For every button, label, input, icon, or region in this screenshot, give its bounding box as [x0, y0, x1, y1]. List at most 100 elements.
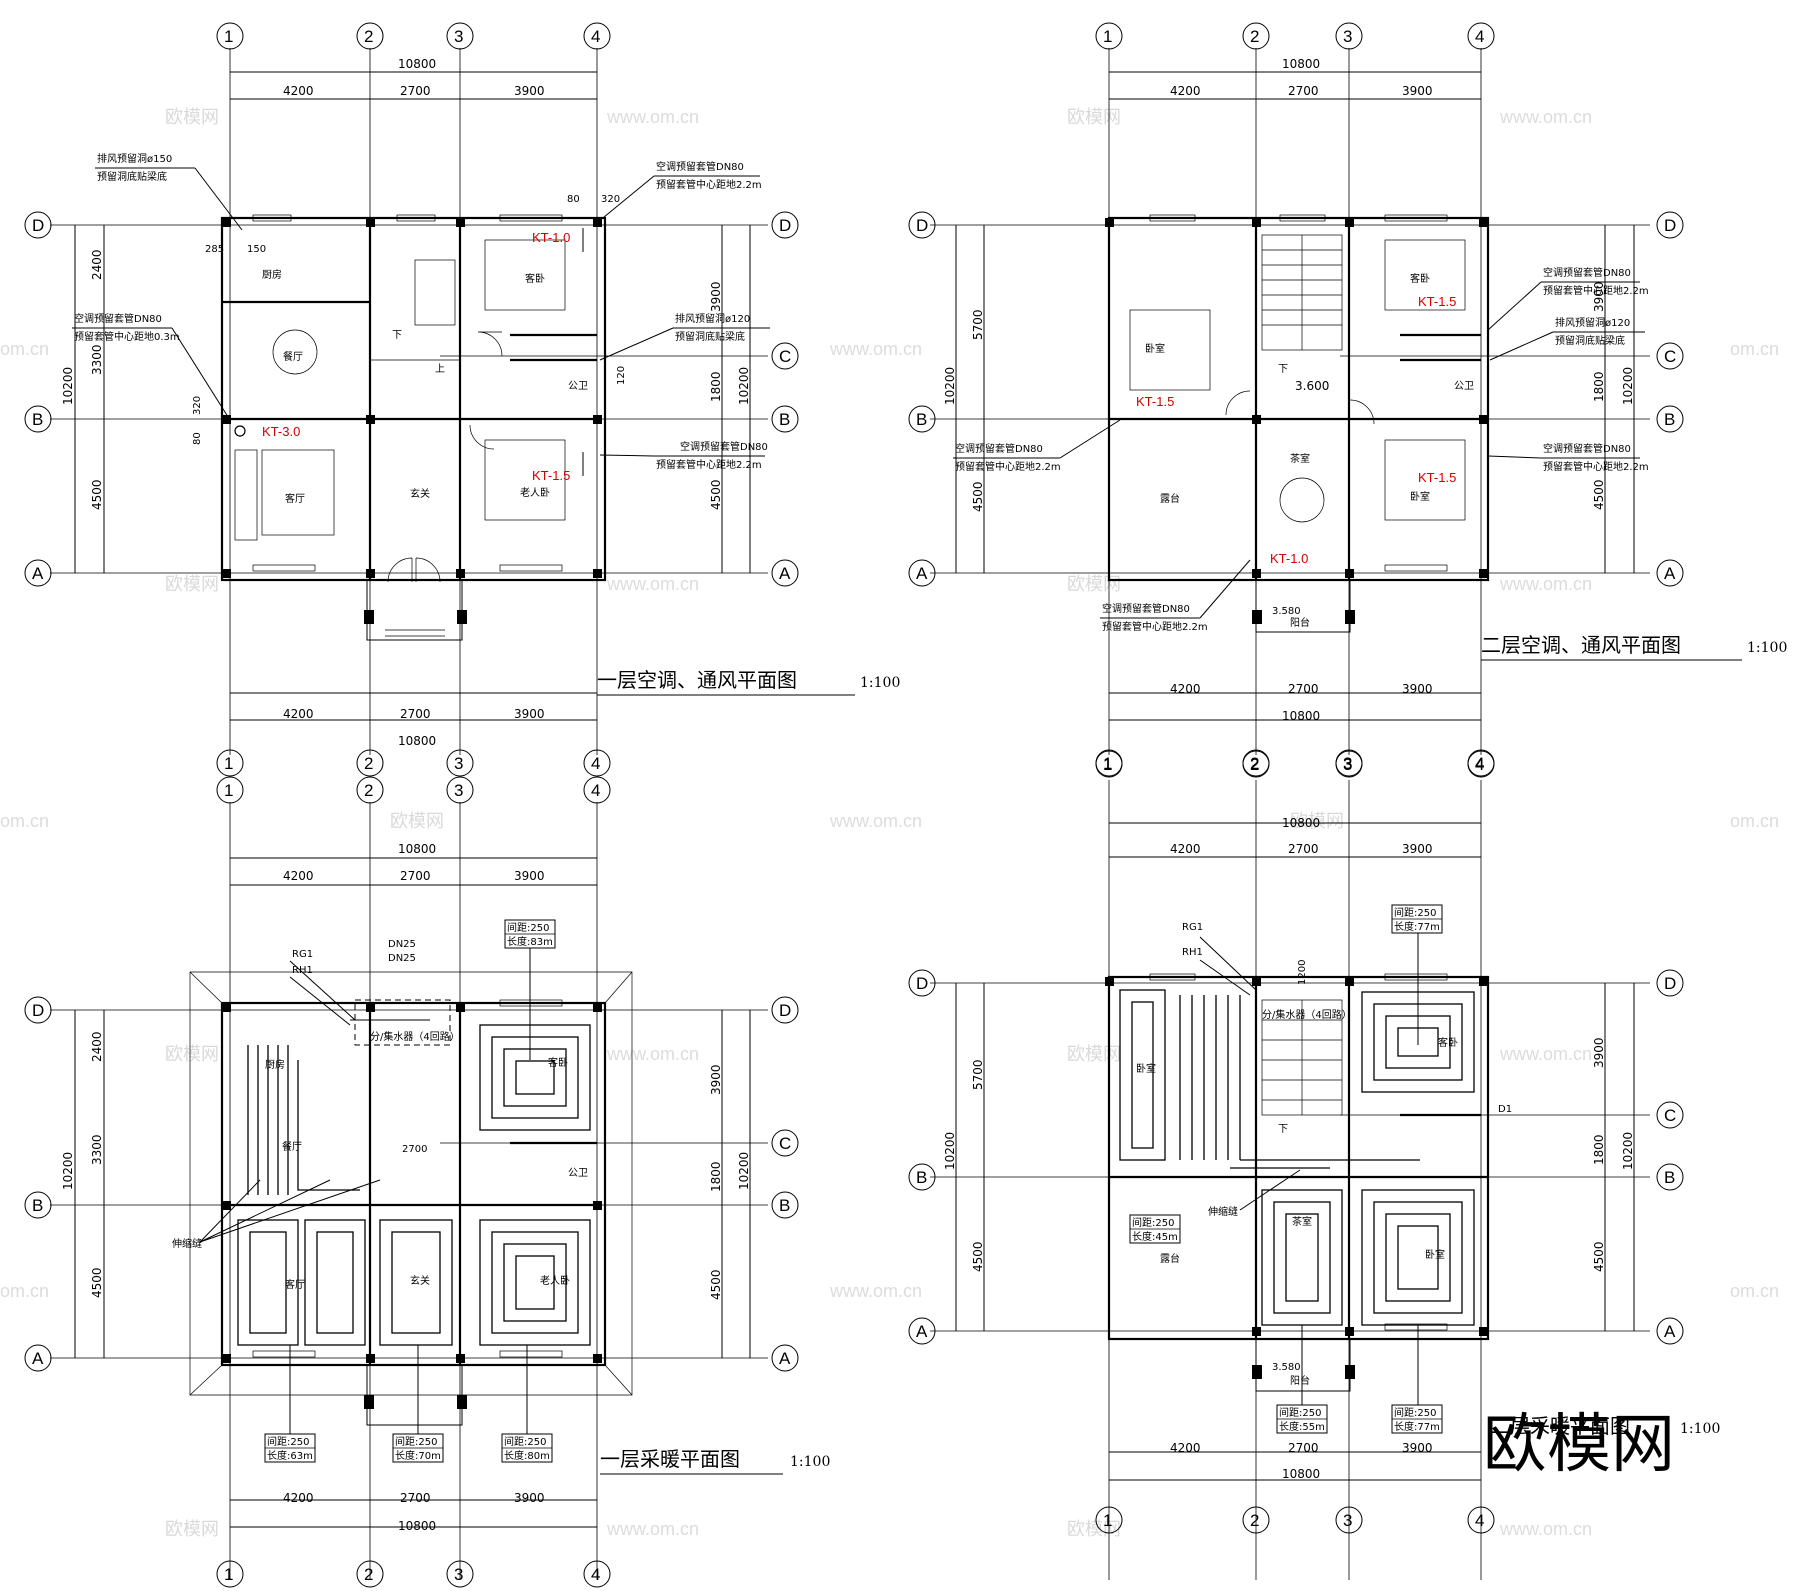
axis-label: 4 — [591, 754, 600, 773]
room-foyer: 玄关 — [410, 1274, 430, 1287]
plan-2f-heating: 10800 4200 2700 3900 4200 2700 3900 1080… — [908, 750, 1720, 1580]
label-rh: RH1 — [292, 965, 313, 976]
note-ac-sleeve: 空调预留套管DN80 — [74, 312, 162, 325]
axis-label: B — [1664, 410, 1675, 429]
dim-right-2: 1800 — [709, 371, 723, 402]
axis-label: D — [32, 216, 44, 235]
note-exhaust-150-sub: 预留洞底贴梁底 — [97, 170, 167, 183]
note-ac-sleeve-sub: 预留套管中心距地2.2m — [1102, 620, 1208, 633]
plan-1f-ac-ventilation: 10800 4200 2700 3900 4200 2700 3900 1080… — [24, 22, 900, 777]
dim-right-1: 3900 — [709, 281, 723, 312]
dim-left-1: 2400 — [90, 249, 104, 280]
axis-label: 4 — [591, 781, 600, 800]
watermark-url: www.om.cn — [1499, 1519, 1592, 1539]
label-expansion-joint: 伸缩缝 — [1208, 1205, 1238, 1218]
dim-bay-2: 2700 — [1288, 1441, 1319, 1455]
plan-scale: 1:100 — [1747, 640, 1787, 656]
axis-label: 2 — [1250, 1511, 1259, 1530]
level-balcony: 3.580 — [1272, 606, 1301, 617]
dim-bay-2: 2700 — [1288, 84, 1319, 98]
axis-label: 3 — [454, 754, 463, 773]
axis-label: A — [779, 1349, 791, 1368]
label-rg: RG1 — [292, 949, 313, 960]
axis-label: 2 — [364, 781, 373, 800]
dim-bay-1: 4200 — [283, 84, 314, 98]
dim-total: 10800 — [1282, 57, 1320, 71]
dim-bay-3: 3900 — [1402, 1441, 1433, 1455]
dim-bay-3: 3900 — [514, 1491, 545, 1505]
dim-bay-1: 4200 — [1170, 682, 1201, 696]
room-balcony: 阳台 — [1290, 616, 1310, 629]
note-exhaust-120-sub: 预留洞底贴梁底 — [675, 330, 745, 343]
label-rh: RH1 — [1182, 947, 1203, 958]
watermark-logo: 欧模网 — [165, 1044, 219, 1065]
dim-bay-2: 2700 — [400, 84, 431, 98]
axis-label: 3 — [1343, 754, 1352, 773]
brand-logo: 欧模网 — [1483, 1408, 1675, 1482]
loop-length: 长度:63m — [267, 1449, 313, 1462]
dim-total-v: 10200 — [737, 1152, 751, 1190]
loop-length: 长度:70m — [395, 1449, 441, 1462]
watermark-url: om.cn — [0, 1281, 49, 1301]
dim-320: 320 — [192, 396, 203, 415]
vent-hole-icon — [234, 425, 246, 437]
plan-title: 二层空调、通风平面图 — [1481, 633, 1681, 657]
note-ac-sleeve: 空调预留套管DN80 — [1102, 602, 1190, 615]
dim-total: 10800 — [1282, 709, 1320, 723]
ac-unit-tea: KT-1.0 — [1270, 551, 1308, 566]
dim-bay-3: 3900 — [514, 84, 545, 98]
dim-total: 10800 — [398, 842, 436, 856]
axis-label: A — [779, 564, 791, 583]
watermark-logo: 欧模网 — [165, 1519, 219, 1540]
dim-bay-2: 2700 — [400, 869, 431, 883]
note-ac-sleeve-sub: 预留套管中心距地2.2m — [1543, 284, 1649, 297]
watermark-logo: 欧模网 — [390, 811, 444, 832]
level-floor: 3.600 — [1295, 379, 1329, 393]
loop-spacing: 间距:250 — [267, 1435, 309, 1448]
axis-label: D — [779, 1001, 791, 1020]
dim-bay-1: 4200 — [283, 869, 314, 883]
dim-total-v: 10200 — [943, 1132, 957, 1170]
dim-bay-2: 2700 — [400, 1491, 431, 1505]
room-bedroom: 卧室 — [1425, 1248, 1445, 1261]
axis-label: 2 — [1250, 754, 1259, 773]
note-exhaust-120-sub: 预留洞底贴梁底 — [1555, 334, 1625, 347]
axis-label: 4 — [1475, 27, 1484, 46]
plan-title: 二层采暖平面图 — [1490, 1414, 1630, 1438]
axis-label: B — [916, 410, 927, 429]
dim-bay-1: 4200 — [1170, 1441, 1201, 1455]
axis-label: 1 — [224, 27, 233, 46]
note-ac-sleeve: 空调预留套管DN80 — [1543, 442, 1631, 455]
axis-label: 1 — [224, 754, 233, 773]
axis-label: 2 — [364, 754, 373, 773]
dim-bay-2: 2700 — [1288, 682, 1319, 696]
level-balcony: 3.580 — [1272, 1362, 1301, 1373]
axis-label: D — [1664, 974, 1676, 993]
note-ac-sleeve-sub: 预留套管中心距地2.2m — [656, 458, 762, 471]
watermark-logo: 欧模网 — [1067, 1044, 1121, 1065]
axis-bubbles: 1 2 3 4 1 2 3 4 D B A D C B A — [24, 22, 799, 777]
loop-tag: 间距:250 长度:45m — [1129, 1214, 1181, 1244]
dim-left-1: 5700 — [971, 309, 985, 340]
dim-right-1: 3900 — [709, 1064, 723, 1095]
room-terrace: 露台 — [1160, 1252, 1180, 1265]
axis-label: C — [1664, 347, 1676, 366]
dim-total-v: 10200 — [943, 367, 957, 405]
room-tea: 茶室 — [1292, 1215, 1312, 1228]
room-guest: 客卧 — [1410, 272, 1430, 285]
dim-right-1: 3900 — [1592, 1037, 1606, 1068]
dim-right-3: 4500 — [1592, 1241, 1606, 1272]
dim-bay-1: 4200 — [1170, 842, 1201, 856]
plan-scale: 1:100 — [790, 1454, 830, 1470]
dim-2700: 2700 — [402, 1144, 427, 1155]
axis-label: 4 — [1475, 1511, 1484, 1530]
dim-total: 10800 — [1282, 1467, 1320, 1481]
watermark-url: www.om.cn — [829, 811, 922, 831]
axis-label: C — [779, 1134, 791, 1153]
label-manifold: 分/集水器（4回路） — [370, 1030, 460, 1043]
axis-label: 4 — [591, 1565, 600, 1584]
watermark-logo: 欧模网 — [1290, 811, 1344, 832]
axis-label: B — [779, 410, 790, 429]
note-ac-sleeve-sub: 预留套管中心距地2.2m — [1543, 460, 1649, 473]
